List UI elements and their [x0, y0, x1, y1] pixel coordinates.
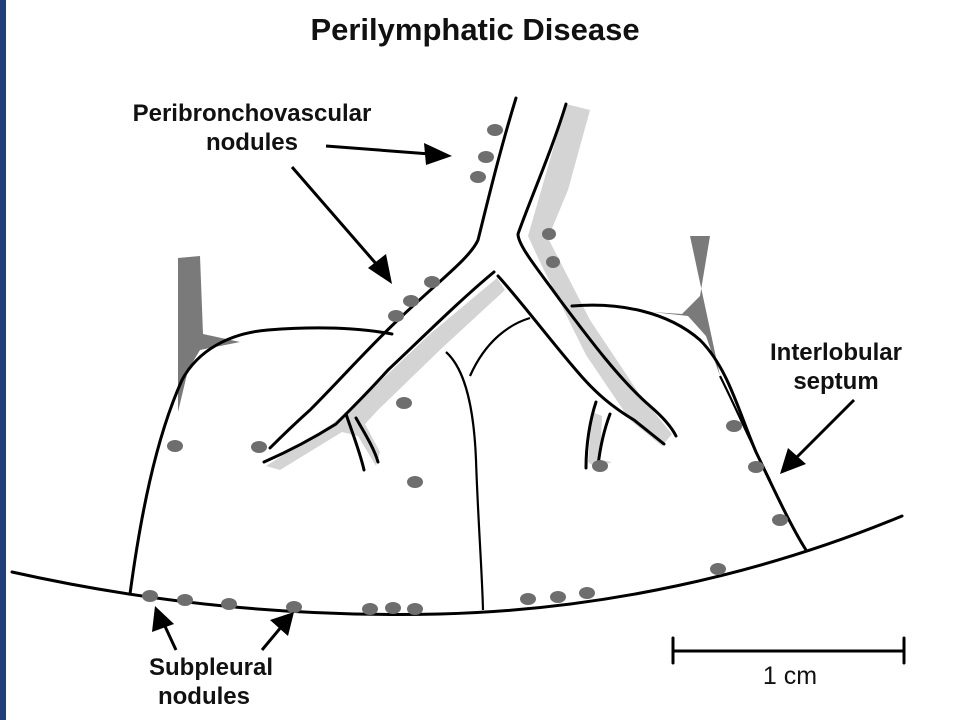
nodule: [362, 603, 378, 615]
branch-shading-left: [266, 278, 505, 470]
left-branch-inner: [262, 270, 496, 464]
arrow-interlobular-septum: [780, 398, 856, 474]
bronchus-right-wall: [516, 102, 678, 438]
nodule: [167, 440, 183, 452]
nodule: [142, 590, 158, 602]
nodule: [487, 124, 503, 136]
branch-shading-right: [588, 412, 612, 468]
nodule: [388, 310, 404, 322]
nodule: [407, 603, 423, 615]
interlobular-label-line1: Interlobular: [770, 339, 902, 366]
nodule: [385, 602, 401, 614]
nodule: [772, 514, 788, 526]
left-branch-tip: [344, 412, 380, 472]
nodule: [424, 276, 440, 288]
right-branch-inner: [496, 274, 666, 446]
septum-left-top: [178, 256, 240, 412]
bronchus-wall-shading: [528, 104, 672, 446]
diagram-title: Perilymphatic Disease: [310, 12, 639, 47]
interlobular-septum-line: [719, 375, 771, 481]
nodule: [520, 593, 536, 605]
nodule: [542, 228, 556, 240]
arrow-subpleural-right: [260, 612, 294, 651]
nodule: [407, 476, 423, 488]
nodule: [177, 594, 193, 606]
nodule: [403, 295, 419, 307]
left-lobule-outline: [128, 326, 394, 596]
nodule: [396, 397, 412, 409]
right-lobule-outline: [570, 303, 808, 552]
nodule: [579, 587, 595, 599]
septum-right-top: [652, 236, 720, 376]
middle-septum: [445, 351, 485, 611]
peribronchovascular-label-line1: Peribronchovascular: [133, 100, 372, 127]
nodule: [726, 420, 742, 432]
nodule: [286, 601, 302, 613]
arrow-peribronchovascular-lower: [290, 166, 392, 284]
nodule: [251, 441, 267, 453]
arrow-peribronchovascular-upper: [325, 143, 452, 165]
arrow-subpleural-left: [152, 606, 178, 651]
scale-bar-label: 1 cm: [763, 662, 817, 690]
scale-bar: [671, 636, 906, 665]
subpleural-label-line2: nodules: [158, 683, 250, 710]
nodule: [592, 460, 608, 472]
slide-border: [0, 0, 6, 720]
nodules: [142, 124, 788, 615]
interlobular-label-line2: septum: [793, 368, 878, 395]
bronchus-left-wall: [268, 96, 518, 450]
nodule: [550, 591, 566, 603]
right-lobule-inner-edge: [468, 316, 531, 377]
peribronchovascular-label-line2: nodules: [206, 129, 298, 156]
nodule: [710, 563, 726, 575]
nodule: [748, 461, 764, 473]
nodule: [546, 256, 560, 268]
nodule: [470, 171, 486, 183]
nodule: [478, 151, 494, 163]
subpleural-label-line1: Subpleural: [149, 654, 273, 681]
nodule: [221, 598, 237, 610]
